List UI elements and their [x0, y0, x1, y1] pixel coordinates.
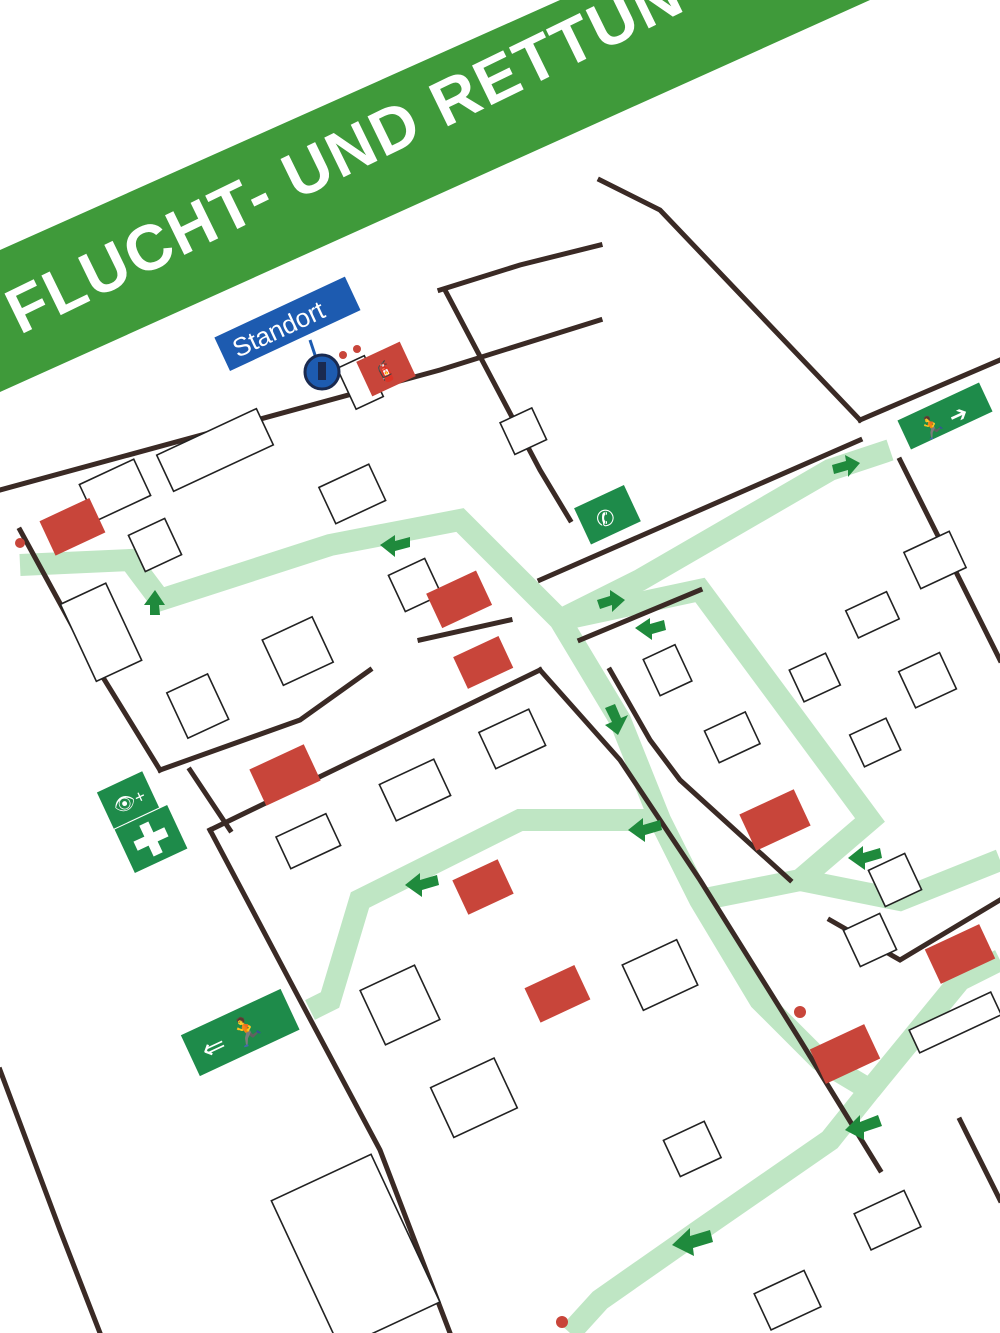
fire-extinguisher-icon [924, 924, 996, 984]
escape-arrow-icon [845, 1115, 882, 1140]
fire-extinguisher-icon: 🧯 [356, 341, 416, 397]
emergency-phone-icon: ✆ [574, 485, 641, 545]
fire-extinguisher-icon [524, 964, 591, 1023]
emergency-exit-sign-left: ⇐ 🏃 [180, 988, 300, 1077]
emergency-exit-sign-right: 🏃 ➔ [897, 382, 993, 450]
escape-arrow-icon [635, 618, 666, 640]
escape-arrow-icon [597, 590, 625, 612]
fire-extinguisher-icon [249, 744, 321, 806]
location-marker: Standort [213, 275, 362, 391]
title-banner [0, 0, 870, 392]
fire-extinguisher-icon [39, 497, 106, 556]
furniture [59, 354, 1000, 1333]
first-aid-icon [114, 804, 188, 874]
fire-extinguisher-signs: 🧯 [15, 341, 996, 1328]
escape-arrows [144, 455, 882, 1256]
escape-arrow-icon [832, 455, 860, 477]
escape-arrow-icon [605, 704, 628, 735]
escape-arrow-icon [628, 818, 662, 842]
escape-arrow-icon [380, 535, 410, 557]
escape-arrow-icon [405, 873, 439, 897]
fire-extinguisher-icon [426, 570, 493, 629]
fire-extinguisher-icon [739, 789, 811, 851]
eye-wash-icon: 👁+ [96, 771, 160, 829]
escape-arrow-icon [672, 1228, 713, 1256]
escape-arrow-icon [848, 846, 882, 870]
escape-arrow-icon [144, 590, 165, 615]
fire-extinguisher-icon [452, 859, 514, 915]
fire-extinguisher-icon [809, 1024, 881, 1084]
fire-extinguisher-icon [453, 636, 514, 689]
